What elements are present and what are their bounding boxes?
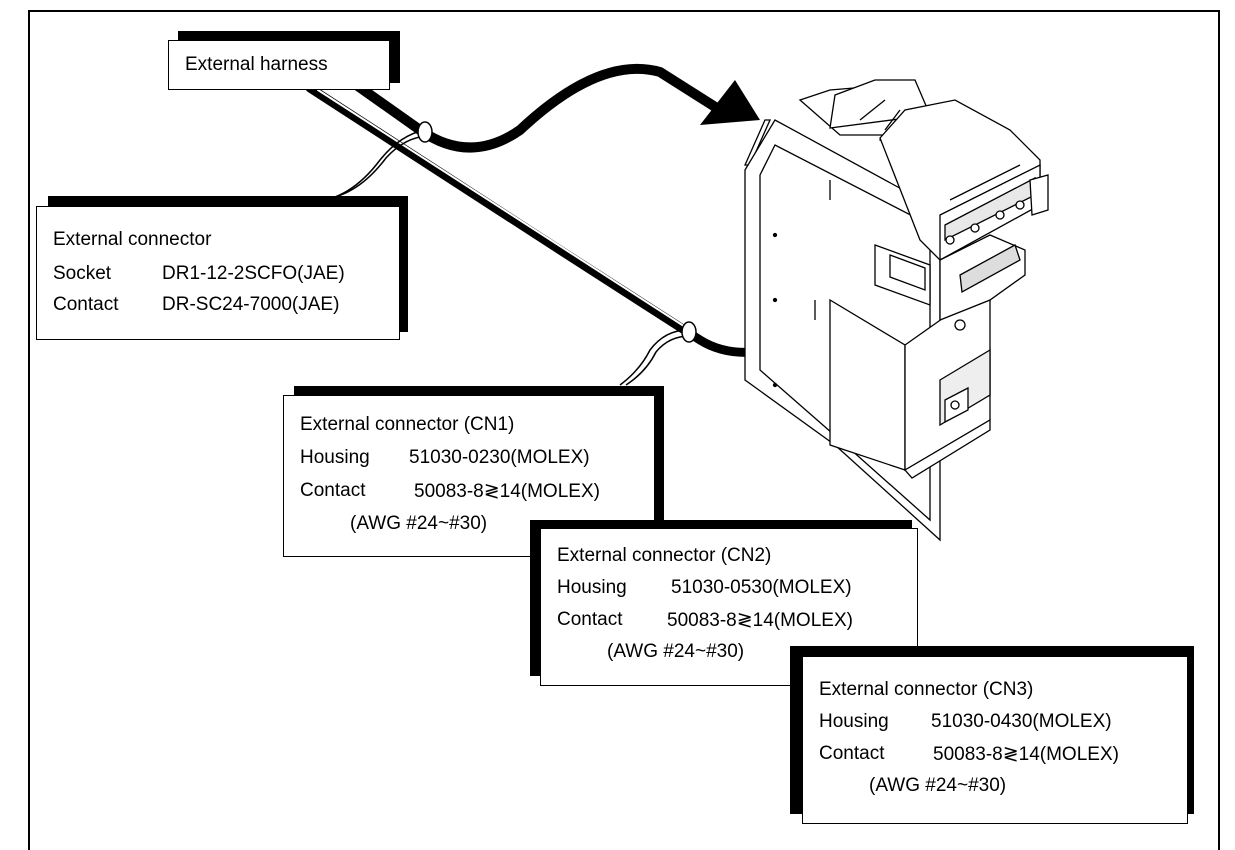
cn1-contact-key: Contact	[300, 480, 366, 501]
external-harness-label: External harness	[168, 40, 390, 90]
socket-key: Socket	[53, 263, 112, 284]
cn1-awg: (AWG #24~#30)	[350, 513, 488, 534]
cn1-contact-value: 50083-8≷14(MOLEX)	[414, 481, 600, 502]
cn3-awg: (AWG #24~#30)	[869, 775, 1007, 796]
cn2-housing-value: 51030-0530(MOLEX)	[671, 577, 852, 598]
socket-value: DR1-12-2SCFO(JAE)	[162, 263, 345, 284]
external-harness-text: External harness	[185, 54, 328, 75]
cn3-title: External connector (CN3)	[819, 679, 1034, 700]
cn3-card: External connector (CN3) Housing 51030-0…	[802, 656, 1188, 824]
cn1-housing-key: Housing	[300, 447, 370, 468]
arrowhead-upper	[700, 80, 760, 125]
cn2-housing-key: Housing	[557, 577, 627, 598]
external-connector-title: External connector	[53, 229, 212, 250]
cn1-title: External connector (CN1)	[300, 414, 515, 435]
cn1-housing-value: 51030-0230(MOLEX)	[409, 447, 590, 468]
device-illustration	[743, 79, 1049, 542]
cn3-contact-key: Contact	[819, 743, 885, 764]
cn2-title: External connector (CN2)	[557, 545, 772, 566]
diagram-frame	[28, 10, 1220, 850]
cn2-awg: (AWG #24~#30)	[607, 641, 745, 662]
external-connector-card: External connector Socket DR1-12-2SCFO(J…	[36, 206, 400, 340]
cn3-housing-key: Housing	[819, 711, 889, 732]
cn3-housing-value: 51030-0430(MOLEX)	[931, 711, 1112, 732]
cn2-card: External connector (CN2) Housing 51030-0…	[540, 528, 918, 686]
cn3-contact-value: 50083-8≷14(MOLEX)	[933, 744, 1119, 765]
contact-value: DR-SC24-7000(JAE)	[162, 294, 340, 315]
contact-key: Contact	[53, 294, 119, 315]
cn2-contact-key: Contact	[557, 609, 623, 630]
cn2-contact-value: 50083-8≷14(MOLEX)	[667, 610, 853, 631]
